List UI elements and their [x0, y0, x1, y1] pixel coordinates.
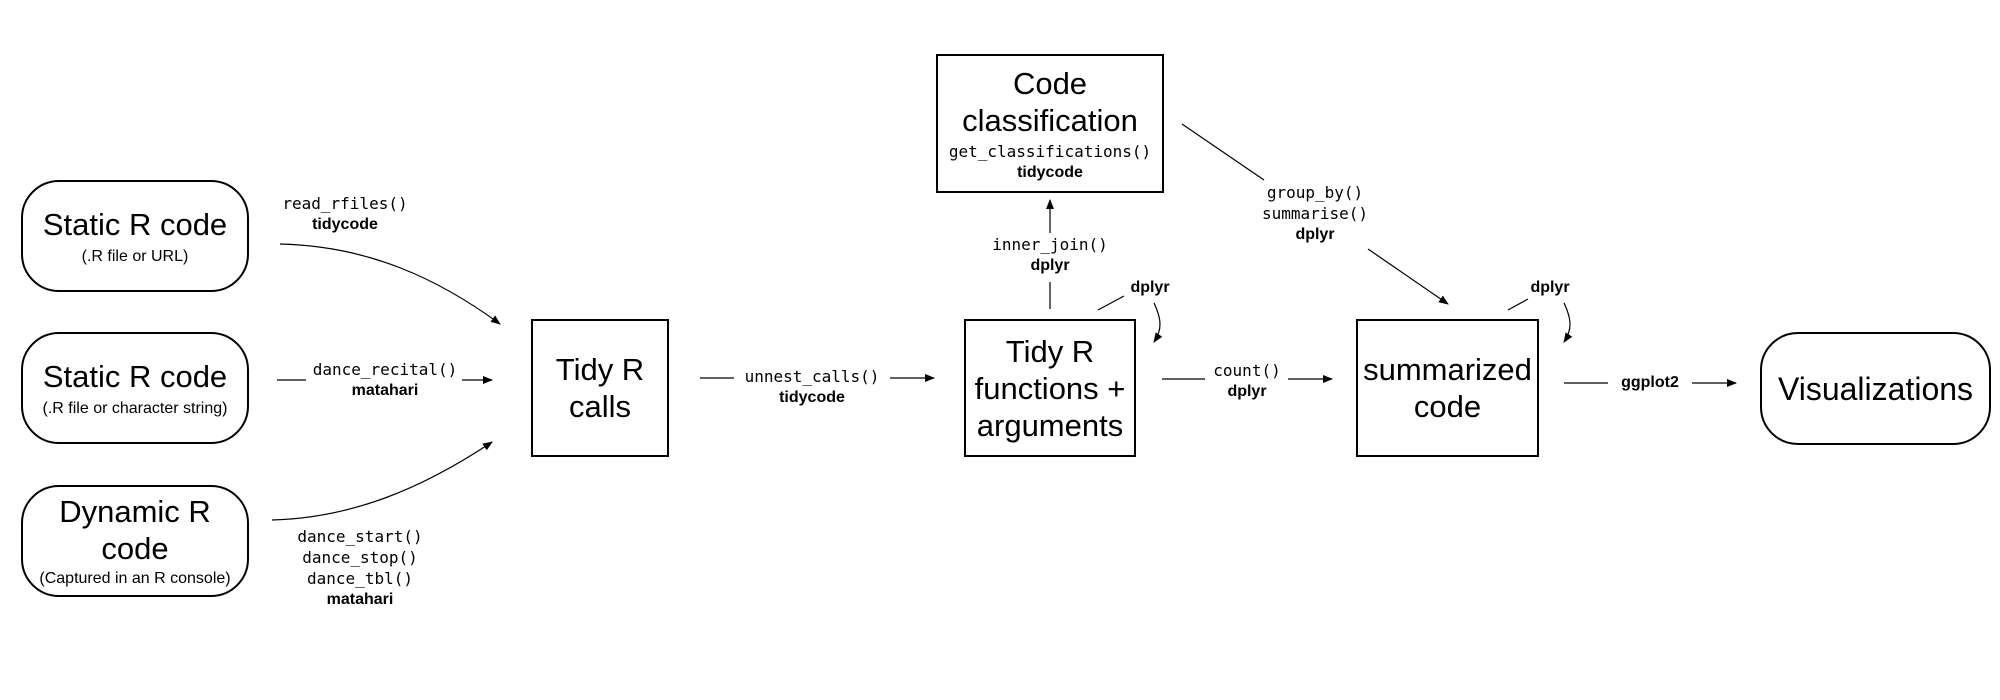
node-line1: Tidy R — [1005, 333, 1095, 369]
label-package: dplyr — [1530, 279, 1570, 296]
node-title: Static R code — [42, 358, 228, 394]
label-function-3: dance_tbl() — [307, 569, 413, 588]
label-function-1: dance_start() — [297, 527, 423, 546]
node-tidy-r-functions-arguments: Tidy R functions + arguments — [964, 319, 1136, 457]
edge-group-upper — [1181, 123, 1265, 181]
label-package: dplyr — [1130, 279, 1170, 296]
label-read-rfiles: read_rfiles() tidycode — [280, 193, 410, 235]
node-code-classification: Code classification get_classifications(… — [936, 54, 1164, 193]
edge-read-rfiles — [279, 243, 501, 325]
label-function-2: dance_stop() — [302, 548, 418, 567]
label-function: dance_recital() — [312, 360, 458, 379]
label-package: dplyr — [1030, 257, 1070, 274]
label-package: tidycode — [312, 216, 378, 233]
node-line1: summarized — [1363, 352, 1532, 387]
label-package: dplyr — [1295, 226, 1335, 243]
node-function: get_classifications() — [948, 141, 1152, 161]
edge-self-loop-functions-in — [1097, 295, 1125, 311]
edge-dance — [271, 441, 493, 521]
node-static-r-string: Static R code (.R file or character stri… — [21, 332, 249, 444]
node-title: Visualizations — [1777, 370, 1974, 407]
label-self-loop-summarized: dplyr — [1520, 277, 1580, 298]
edge-self-loop-summarized-in — [1507, 298, 1529, 311]
node-line1: Code — [1012, 65, 1088, 101]
node-line2: calls — [568, 389, 631, 424]
label-ggplot2: ggplot2 — [1608, 372, 1692, 393]
label-function: inner_join() — [992, 235, 1108, 254]
label-unnest-calls: unnest_calls() tidycode — [732, 366, 892, 408]
label-package: matahari — [326, 591, 394, 608]
label-package: matahari — [351, 382, 419, 399]
node-summarized-code: summarized code — [1356, 319, 1539, 457]
label-package: ggplot2 — [1621, 374, 1679, 391]
label-self-loop-functions: dplyr — [1120, 277, 1180, 298]
node-subtitle: (.R file or character string) — [42, 399, 228, 417]
node-subtitle: (Captured in an R console) — [39, 570, 231, 587]
node-static-r-file-or-url: Static R code (.R file or URL) — [21, 180, 249, 292]
label-function: unnest_calls() — [744, 367, 880, 386]
node-visualizations: Visualizations — [1760, 332, 1991, 445]
label-function: count() — [1213, 361, 1281, 380]
label-group-summarise: group_by() summarise() dplyr — [1250, 182, 1380, 245]
node-line2: functions + — [974, 370, 1126, 406]
label-inner-join: inner_join() dplyr — [980, 234, 1120, 276]
node-package: tidycode — [1017, 163, 1083, 181]
label-dance-recital: dance_recital() matahari — [305, 359, 465, 401]
node-dynamic-r-code: Dynamic R code (Captured in an R console… — [21, 485, 249, 597]
node-line1: Tidy R — [555, 352, 645, 387]
edge-group-lower — [1367, 248, 1449, 305]
node-title: Static R code — [42, 206, 228, 242]
node-tidy-r-calls: Tidy R calls — [531, 319, 669, 457]
label-package: tidycode — [779, 389, 845, 406]
label-dance-functions: dance_start() dance_stop() dance_tbl() m… — [290, 526, 430, 610]
label-count: count() dplyr — [1205, 360, 1289, 402]
node-line2: classification — [962, 102, 1138, 138]
label-function: read_rfiles() — [282, 194, 408, 213]
node-line3: arguments — [976, 407, 1124, 443]
label-package: dplyr — [1227, 383, 1267, 400]
node-title-line2: code — [101, 531, 169, 566]
label-function-1: group_by() — [1266, 183, 1364, 202]
label-function-2: summarise() — [1262, 204, 1368, 223]
node-title-line1: Dynamic R — [59, 494, 211, 529]
node-subtitle: (.R file or URL) — [81, 247, 189, 265]
edge-self-loop-summarized-out — [1563, 302, 1573, 343]
node-line2: code — [1413, 389, 1482, 424]
edge-self-loop-functions-out — [1153, 302, 1163, 343]
